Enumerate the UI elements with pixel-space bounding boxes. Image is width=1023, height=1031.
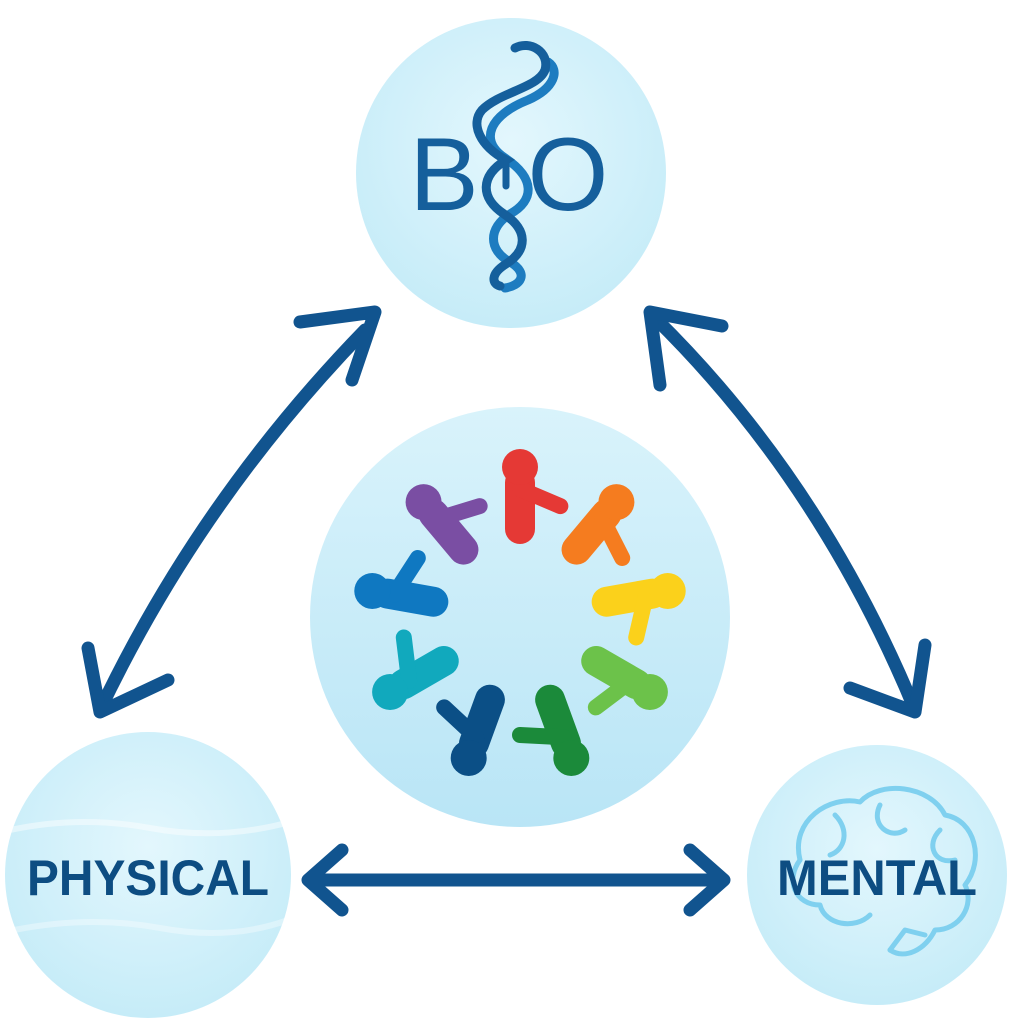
person-figure	[581, 646, 668, 716]
person-head	[354, 572, 391, 609]
arrows	[81, 305, 932, 917]
person-arm	[385, 550, 426, 603]
node-physical: PHYSICAL	[5, 732, 291, 1018]
person-arm	[512, 481, 569, 515]
person-arm	[594, 510, 631, 566]
person-head	[502, 449, 538, 485]
person-figure	[591, 572, 686, 646]
person-head	[372, 674, 409, 710]
person-head	[450, 739, 487, 776]
person-arm	[512, 727, 572, 746]
node-bio-label-right: O	[528, 117, 609, 233]
node-bio-label-left: B	[409, 117, 478, 233]
person-head	[598, 484, 635, 521]
person-arm	[395, 629, 418, 689]
person-head	[405, 484, 442, 521]
person-figure	[561, 484, 635, 566]
node-physical-label: PHYSICAL	[27, 850, 269, 906]
node-mental-label: MENTAL	[777, 850, 977, 906]
physical-wave-decoration-2	[13, 917, 290, 936]
person-figure	[502, 449, 569, 544]
person-arm	[429, 498, 488, 527]
person-figure	[436, 684, 505, 776]
node-physical-circle	[5, 732, 291, 1018]
person-figure	[372, 629, 459, 710]
arrow-physical-mental	[301, 843, 731, 917]
person-head	[553, 739, 590, 776]
person-figure	[512, 684, 590, 776]
person-head	[649, 572, 686, 609]
node-bio: B O	[356, 18, 666, 328]
physical-wave-decoration	[9, 819, 291, 837]
node-mental: MENTAL	[747, 745, 1007, 1005]
node-center	[310, 407, 730, 827]
person-figure	[354, 550, 449, 617]
person-arm	[628, 586, 655, 646]
person-arm	[587, 673, 639, 716]
caduceus-dna-icon	[472, 41, 559, 293]
brain-icon	[790, 786, 978, 957]
person-figure	[405, 484, 488, 565]
person-head	[631, 674, 668, 710]
arrow-bio-mental	[643, 305, 932, 719]
node-bio-circle	[356, 18, 666, 328]
arrow-bio-physical	[81, 305, 382, 719]
community-circle-icon	[354, 449, 686, 776]
person-arm	[436, 699, 485, 746]
